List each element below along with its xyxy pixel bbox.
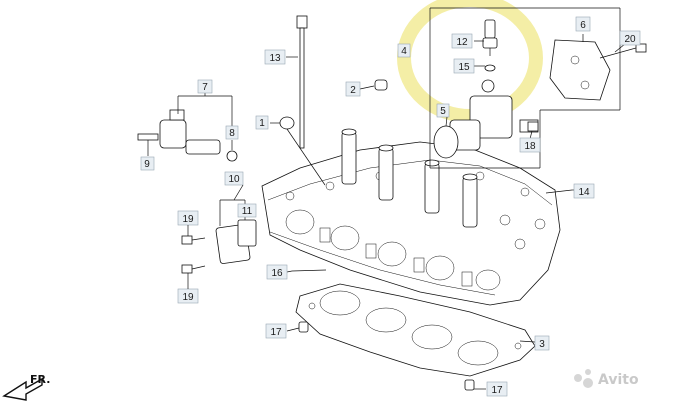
- svg-text:15: 15: [458, 62, 470, 73]
- callout-17-lower: 17: [486, 381, 508, 397]
- callout-18: 18: [519, 137, 541, 153]
- callout-11: 11: [237, 203, 257, 218]
- svg-text:7: 7: [202, 82, 208, 93]
- callout-3: 3: [534, 335, 550, 351]
- bolt-part-20: [599, 43, 647, 59]
- svg-text:8: 8: [229, 128, 235, 139]
- sensor-part-12: [482, 19, 498, 56]
- dowel-pin-lower: [464, 379, 475, 391]
- svg-text:3: 3: [539, 339, 545, 350]
- washer-part-1: [279, 116, 295, 130]
- callout-14: 14: [573, 183, 595, 199]
- svg-text:13: 13: [269, 53, 281, 64]
- callout-2: 2: [345, 81, 361, 97]
- callout-10: 10: [224, 171, 244, 186]
- watermark: Avito: [574, 369, 639, 388]
- cylinder-head: [261, 141, 561, 306]
- svg-text:11: 11: [242, 206, 253, 217]
- svg-text:18: 18: [524, 141, 536, 152]
- front-direction-marker: FR.: [2, 373, 50, 401]
- svg-text:14: 14: [578, 187, 590, 198]
- svg-text:4: 4: [401, 46, 407, 57]
- bolt-part-18: [527, 121, 539, 132]
- oil-pressure-switch: [215, 219, 257, 264]
- svg-text:19: 19: [182, 214, 194, 225]
- bolt-part-19-lower: [181, 264, 206, 274]
- bracket-part-6: [549, 39, 611, 101]
- svg-text:6: 6: [580, 20, 586, 31]
- svg-text:19: 19: [182, 292, 194, 303]
- callout-16: 16: [266, 264, 288, 280]
- callout-12: 12: [451, 33, 473, 49]
- callout-8: 8: [225, 125, 239, 140]
- callout-20: 20: [619, 30, 641, 46]
- svg-text:10: 10: [228, 174, 240, 185]
- callout-9: 9: [140, 156, 155, 171]
- callout-17-upper: 17: [265, 323, 287, 339]
- callout-19-upper: 19: [177, 210, 199, 226]
- svg-text:17: 17: [491, 385, 503, 396]
- callout-15: 15: [453, 58, 475, 74]
- svg-text:9: 9: [144, 159, 150, 170]
- svg-text:16: 16: [271, 268, 283, 279]
- svg-text:17: 17: [270, 327, 282, 338]
- callout-7: 7: [197, 79, 213, 94]
- svg-text:FR.: FR.: [30, 373, 50, 386]
- callout-19-lower: 19: [177, 288, 199, 304]
- svg-text:20: 20: [624, 34, 636, 45]
- dowel-pin-upper: [298, 321, 309, 333]
- svg-text:12: 12: [456, 37, 468, 48]
- o-ring-part-15: [484, 64, 496, 72]
- callout-4: 4: [397, 43, 411, 58]
- bolt-part-19-upper: [181, 235, 206, 245]
- stud-part-14: [545, 189, 573, 194]
- svg-text:Avito: Avito: [598, 372, 639, 388]
- svg-text:5: 5: [440, 106, 446, 117]
- head-gasket: [295, 283, 536, 377]
- callout-13: 13: [264, 49, 286, 65]
- gasket-part-5: [433, 125, 459, 159]
- callout-6: 6: [575, 16, 591, 32]
- callout-5: 5: [436, 103, 450, 118]
- spark-plug-tubes: [341, 128, 478, 228]
- svg-text:1: 1: [259, 118, 265, 129]
- stud-part-16: [291, 269, 327, 272]
- vtc-solenoid-assembly: [159, 109, 238, 162]
- callout-1: 1: [255, 115, 269, 130]
- bolt-part-9: [137, 133, 159, 141]
- svg-text:2: 2: [350, 85, 356, 96]
- seal-cap-part-2: [374, 79, 388, 91]
- head-bolt: [296, 15, 308, 149]
